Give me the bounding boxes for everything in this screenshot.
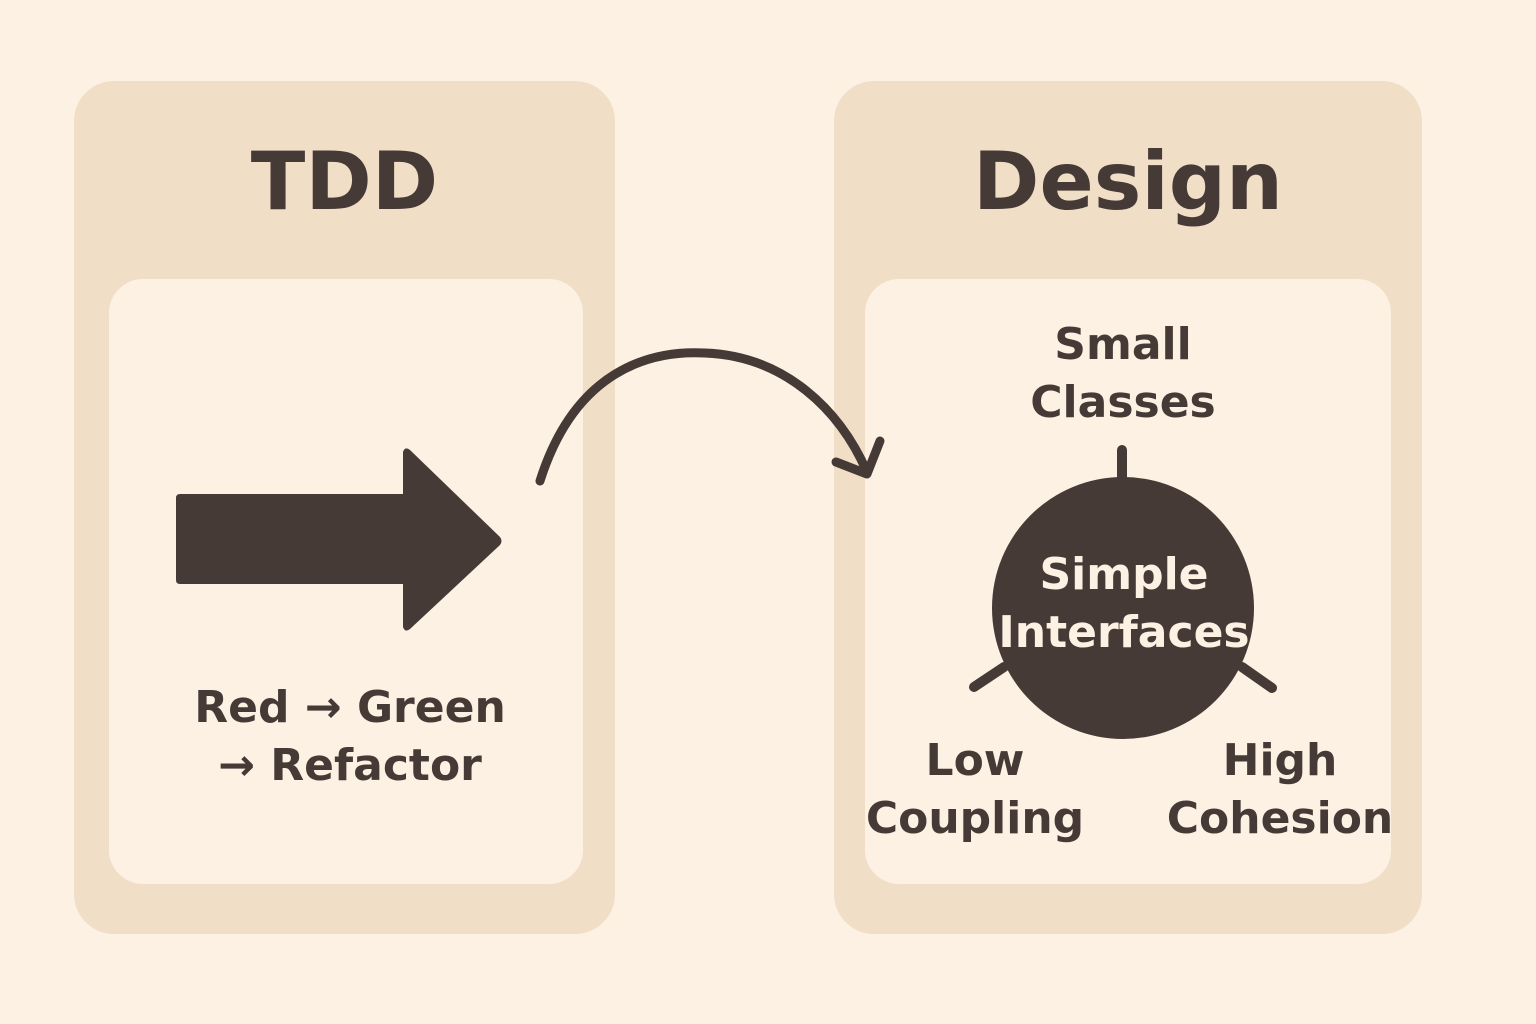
low-coupling-line-1: Low <box>925 735 1025 786</box>
cycle-line-2: → Refactor <box>218 740 482 791</box>
tdd-title: TDD <box>250 135 439 228</box>
low-coupling-label: Low Coupling <box>860 732 1090 848</box>
high-cohesion-line-1: High <box>1222 735 1338 786</box>
connector-lines <box>969 445 1277 693</box>
small-classes-line-2: Classes <box>1030 377 1216 428</box>
simple-interfaces-circle <box>992 477 1254 739</box>
curved-arrow-icon <box>535 348 885 486</box>
right-connector <box>1237 662 1277 693</box>
cycle-line-1: Red → Green <box>194 682 506 733</box>
small-classes-line-1: Small <box>1054 319 1192 370</box>
high-cohesion-label: High Cohesion <box>1160 732 1400 848</box>
left-connector <box>969 662 1009 692</box>
low-coupling-line-2: Coupling <box>865 793 1085 844</box>
small-classes-label: Small Classes <box>980 316 1266 432</box>
tdd-cycle-label: Red → Green → Refactor <box>150 679 550 795</box>
simple-interfaces-line-2: Interfaces <box>998 607 1250 658</box>
right-arrow-icon <box>176 448 502 631</box>
simple-interfaces-label: Simple Interfaces <box>990 546 1258 662</box>
design-title: Design <box>973 135 1283 228</box>
simple-interfaces-line-1: Simple <box>1039 549 1209 600</box>
high-cohesion-line-2: Cohesion <box>1166 793 1394 844</box>
